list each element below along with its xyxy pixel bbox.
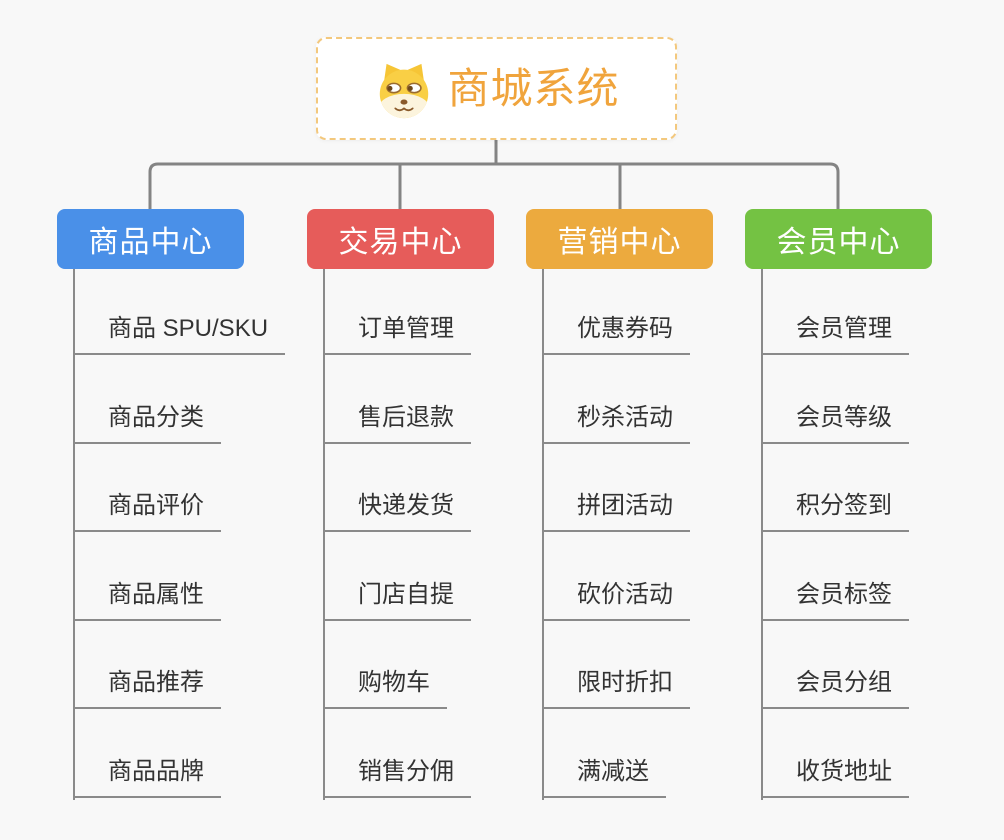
leaf-label: 积分签到 — [761, 491, 909, 533]
leaf-label: 订单管理 — [323, 314, 471, 355]
leaf-label: 商品品牌 — [73, 757, 221, 798]
leaf-label: 售后退款 — [323, 403, 471, 444]
leaf-node[interactable]: 优惠券码 — [542, 266, 822, 355]
leaf-node[interactable]: 会员标签 — [761, 532, 1004, 621]
dog-face-icon — [380, 63, 429, 118]
leaf-label: 会员管理 — [761, 314, 909, 355]
branch-header-trade-center[interactable]: 交易中心 — [307, 209, 494, 269]
leaf-node[interactable]: 购物车 — [323, 621, 603, 710]
leaf-label: 门店自提 — [323, 580, 471, 621]
branch-items: 会员管理 会员等级 积分签到 会员标签 会员分组 收货地址 — [761, 266, 1004, 798]
branch-items: 订单管理 售后退款 快递发货 门店自提 购物车 销售分佣 — [323, 266, 603, 798]
leaf-node[interactable]: 拼团活动 — [542, 444, 822, 533]
leaf-label: 商品分类 — [73, 403, 221, 444]
leaf-node[interactable]: 门店自提 — [323, 532, 603, 621]
leaf-node[interactable]: 收货地址 — [761, 709, 1004, 798]
branch-header-marketing-center[interactable]: 营销中心 — [526, 209, 713, 269]
leaf-label: 快递发货 — [323, 491, 471, 533]
leaf-node[interactable]: 会员分组 — [761, 621, 1004, 710]
root-node[interactable]: 商城系统 — [316, 37, 677, 140]
leaf-node[interactable]: 秒杀活动 — [542, 355, 822, 444]
leaf-node[interactable]: 会员管理 — [761, 266, 1004, 355]
leaf-node[interactable]: 砍价活动 — [542, 532, 822, 621]
branch-vertical-line — [323, 269, 325, 800]
leaf-label: 秒杀活动 — [542, 403, 690, 444]
branch-vertical-line — [761, 269, 763, 800]
leaf-label: 砍价活动 — [542, 580, 690, 621]
leaf-node[interactable]: 快递发货 — [323, 444, 603, 533]
leaf-label: 限时折扣 — [542, 668, 690, 710]
leaf-node[interactable]: 销售分佣 — [323, 709, 603, 798]
leaf-label: 商品评价 — [73, 491, 221, 533]
leaf-label: 满减送 — [542, 757, 666, 798]
branch-header-member-center[interactable]: 会员中心 — [745, 209, 932, 269]
branch-items: 商品 SPU/SKU 商品分类 商品评价 商品属性 商品推荐 商品品牌 — [73, 266, 353, 798]
leaf-node[interactable]: 售后退款 — [323, 355, 603, 444]
leaf-node[interactable]: 订单管理 — [323, 266, 603, 355]
leaf-label: 会员标签 — [761, 580, 909, 621]
branch-items: 优惠券码 秒杀活动 拼团活动 砍价活动 限时折扣 满减送 — [542, 266, 822, 798]
leaf-node[interactable]: 商品推荐 — [73, 621, 353, 710]
leaf-node[interactable]: 限时折扣 — [542, 621, 822, 710]
leaf-node[interactable]: 商品属性 — [73, 532, 353, 621]
leaf-label: 商品属性 — [73, 580, 221, 621]
branch-vertical-line — [542, 269, 544, 800]
leaf-label: 优惠券码 — [542, 314, 690, 355]
leaf-label: 销售分佣 — [323, 757, 471, 798]
branch-header-product-center[interactable]: 商品中心 — [57, 209, 244, 269]
root-node-title: 商城系统 — [447, 64, 620, 112]
leaf-node[interactable]: 商品 SPU/SKU — [73, 266, 353, 355]
leaf-label: 收货地址 — [761, 757, 909, 798]
leaf-node[interactable]: 积分签到 — [761, 444, 1004, 533]
branch-vertical-line — [73, 269, 75, 800]
leaf-node[interactable]: 会员等级 — [761, 355, 1004, 444]
leaf-node[interactable]: 满减送 — [542, 709, 822, 798]
leaf-label: 商品 SPU/SKU — [73, 314, 286, 355]
leaf-label: 购物车 — [323, 668, 447, 710]
leaf-label: 会员分组 — [761, 668, 909, 710]
leaf-node[interactable]: 商品品牌 — [73, 709, 353, 798]
leaf-label: 商品推荐 — [73, 668, 221, 710]
leaf-node[interactable]: 商品评价 — [73, 444, 353, 533]
leaf-label: 拼团活动 — [542, 491, 690, 533]
leaf-label: 会员等级 — [761, 403, 909, 444]
leaf-node[interactable]: 商品分类 — [73, 355, 353, 444]
